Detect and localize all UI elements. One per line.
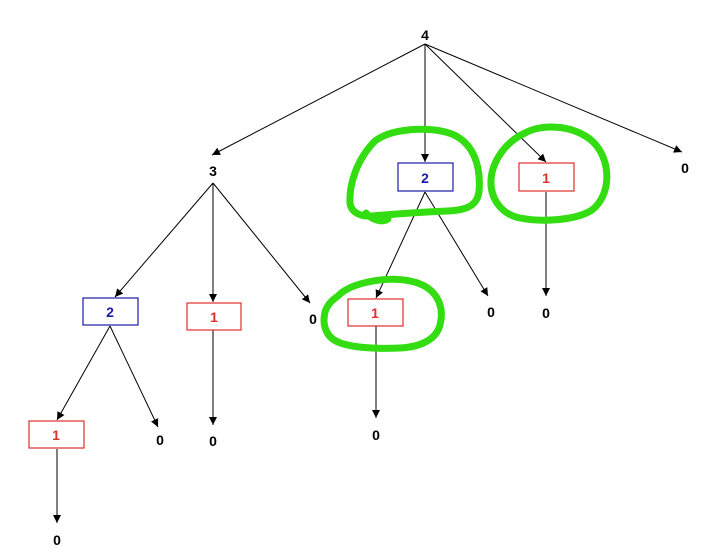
node-0-under-1-right: 0: [542, 305, 550, 321]
edge-4-to-1: [424, 43, 547, 163]
node-box-1-center: [347, 298, 404, 327]
node-0-under-2-left: 0: [156, 432, 164, 448]
node-2-right: 2: [421, 170, 429, 186]
node-0-under-2-right: 0: [487, 304, 495, 320]
edge-2-to-1: [56, 325, 111, 421]
edge-4-to-0: [424, 43, 683, 153]
node-box-2-left: [82, 297, 139, 326]
edge-3-to-2: [114, 182, 214, 298]
node-box-2-right: [397, 162, 454, 192]
edge-3-to-0: [212, 182, 311, 304]
node-3: 3: [209, 163, 217, 179]
node-1-right: 1: [542, 170, 550, 186]
highlight-marks: [320, 123, 611, 352]
highlight-circle-node-1-center: [320, 275, 445, 352]
edge-2-to-0: [109, 325, 159, 428]
node-root: 4: [421, 27, 429, 43]
highlight-circle-node-1-right: [487, 123, 611, 224]
node-0-under-1-center: 0: [372, 427, 380, 443]
node-2-left: 2: [106, 304, 114, 320]
node-box-1-left-mid: [186, 302, 242, 331]
node-0-bottom-left: 0: [53, 532, 61, 548]
node-1-far-left: 1: [52, 427, 60, 443]
node-labels: 4 3 2 1 0 1 0 0 0 2 1 0 0 1 0 0: [52, 27, 689, 548]
node-box-1-far-left: [28, 420, 85, 449]
edge-4-to-3: [211, 43, 426, 156]
node-0-far-right: 0: [681, 160, 689, 176]
node-0-under-1-left-mid: 0: [209, 433, 217, 449]
node-1-center: 1: [371, 305, 379, 321]
highlight-circle-node-2-right: [346, 125, 483, 225]
node-box-1-right: [518, 162, 575, 192]
node-1-left-mid: 1: [210, 309, 218, 325]
node-boxes: [28, 162, 575, 449]
node-0-beside-3: 0: [309, 311, 317, 327]
